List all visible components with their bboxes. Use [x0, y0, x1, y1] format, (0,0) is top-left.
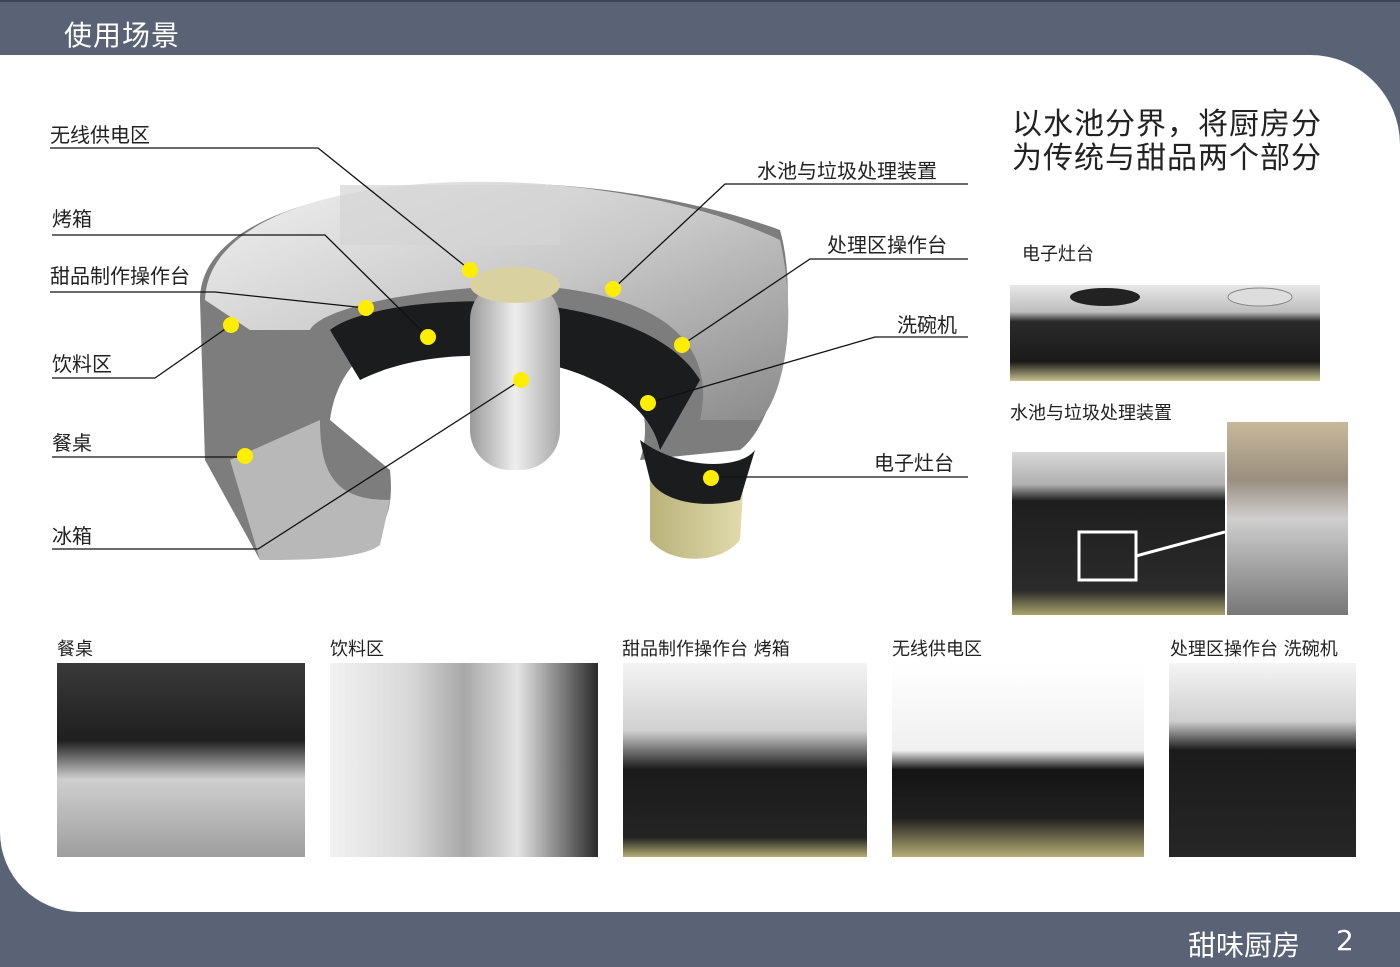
- marker-prep-counter: [674, 337, 690, 353]
- marker-drinks: [223, 317, 239, 333]
- marker-sink: [605, 281, 621, 297]
- sink-caption: 水池与垃圾处理装置: [1010, 403, 1172, 424]
- scene-label-prep: 处理区操作台 洗碗机: [1170, 639, 1338, 660]
- page-title: 使用场景: [64, 19, 181, 52]
- marker-wireless-power: [462, 262, 478, 278]
- label-sink: 水池与垃圾处理装置: [757, 159, 937, 183]
- leader-lines: [50, 147, 968, 550]
- marker-dining-table: [237, 448, 253, 464]
- disposal-photo: [1227, 422, 1348, 615]
- label-dessert-counter: 甜品制作操作台: [50, 264, 190, 288]
- marker-fridge: [513, 372, 529, 388]
- headline-line-1: 以水池分界，将厨房分: [1012, 107, 1322, 142]
- footer-title: 甜味厨房: [1188, 929, 1301, 962]
- marker-oven: [420, 329, 436, 345]
- stove-render: [1010, 285, 1320, 381]
- label-fridge: 冰箱: [52, 524, 92, 548]
- scene-label-dessert: 甜品制作操作台 烤箱: [622, 639, 790, 660]
- scene-label-dining: 餐桌: [57, 639, 93, 660]
- sink-render: [1012, 452, 1225, 615]
- headline: 以水池分界，将厨房分 为传统与甜品两个部分: [1012, 108, 1322, 176]
- scene-wireless-image: [892, 663, 1144, 857]
- scene-label-drinks: 饮料区: [330, 639, 384, 660]
- label-stove: 电子灶台: [874, 451, 954, 475]
- location-markers: [223, 262, 719, 486]
- page-number: 2: [1336, 924, 1354, 957]
- label-oven: 烤箱: [52, 207, 92, 231]
- label-prep-counter: 处理区操作台: [827, 233, 947, 257]
- stove-caption: 电子灶台: [1022, 244, 1094, 265]
- label-dining-table: 餐桌: [52, 431, 92, 455]
- u-counter: [200, 181, 789, 560]
- label-wireless-power: 无线供电区: [50, 123, 150, 147]
- marker-dishwasher: [640, 395, 656, 411]
- label-drinks: 饮料区: [52, 352, 112, 376]
- scene-dessert-image: [623, 663, 867, 857]
- header-bar: 使用场景: [0, 0, 1400, 55]
- scene-drinks-image: [330, 663, 598, 857]
- scene-prep-image: [1169, 663, 1356, 857]
- headline-line-2: 为传统与甜品两个部分: [1012, 141, 1322, 176]
- scene-label-wireless: 无线供电区: [892, 639, 982, 660]
- marker-stove: [703, 470, 719, 486]
- marker-dessert-counter: [358, 300, 374, 316]
- scene-dining-image: [57, 663, 305, 857]
- label-dishwasher: 洗碗机: [897, 313, 957, 337]
